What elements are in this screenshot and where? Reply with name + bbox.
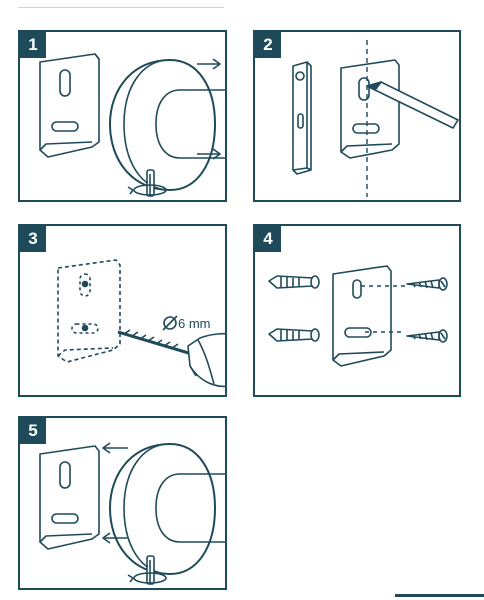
step-3-badge: 3 (20, 226, 46, 252)
step-2-illustration (292, 40, 459, 197)
drill-size-label: 6 mm (178, 316, 211, 331)
bracket-icon (39, 445, 100, 550)
step-3-illustration (57, 259, 225, 388)
spirit-level-icon (292, 61, 312, 175)
bottom-rule (395, 594, 484, 597)
step-4-badge: 4 (255, 226, 281, 252)
bracket-outline-icon (57, 259, 121, 363)
drill-icon (117, 329, 225, 388)
step-3-panel: 3 6 mm (18, 224, 227, 397)
step-2-badge: 2 (255, 32, 281, 58)
screw-icon (406, 329, 448, 343)
diameter-icon (162, 315, 178, 331)
rail-rosette-icon (109, 443, 225, 575)
rail-rosette-icon (109, 59, 225, 191)
wall-plug-icon (268, 328, 320, 342)
arrow-left-icon (102, 442, 128, 544)
step-1-badge: 1 (20, 32, 46, 58)
screwdriver-rotate-icon (127, 555, 167, 585)
bracket-icon (332, 265, 392, 367)
step-1-panel: 1 (18, 30, 227, 202)
step-4-illustration (268, 265, 448, 367)
drill-mark-icon (71, 273, 99, 334)
alignment-line (361, 285, 405, 333)
screwdriver-rotate-icon (127, 169, 167, 197)
top-rule (18, 7, 224, 8)
step-4-panel: 4 (253, 224, 461, 397)
arrow-right-icon (197, 58, 221, 160)
bracket-icon (39, 53, 100, 158)
step-5-illustration (39, 442, 225, 585)
step-5-badge: 5 (20, 418, 46, 444)
pencil-icon (366, 81, 459, 129)
step-1-illustration (39, 53, 225, 197)
step-2-panel: 2 (253, 30, 461, 202)
wall-plug-icon (268, 275, 320, 289)
bracket-icon (340, 59, 400, 159)
step-5-panel: 5 (18, 416, 227, 590)
screw-icon (406, 277, 448, 291)
